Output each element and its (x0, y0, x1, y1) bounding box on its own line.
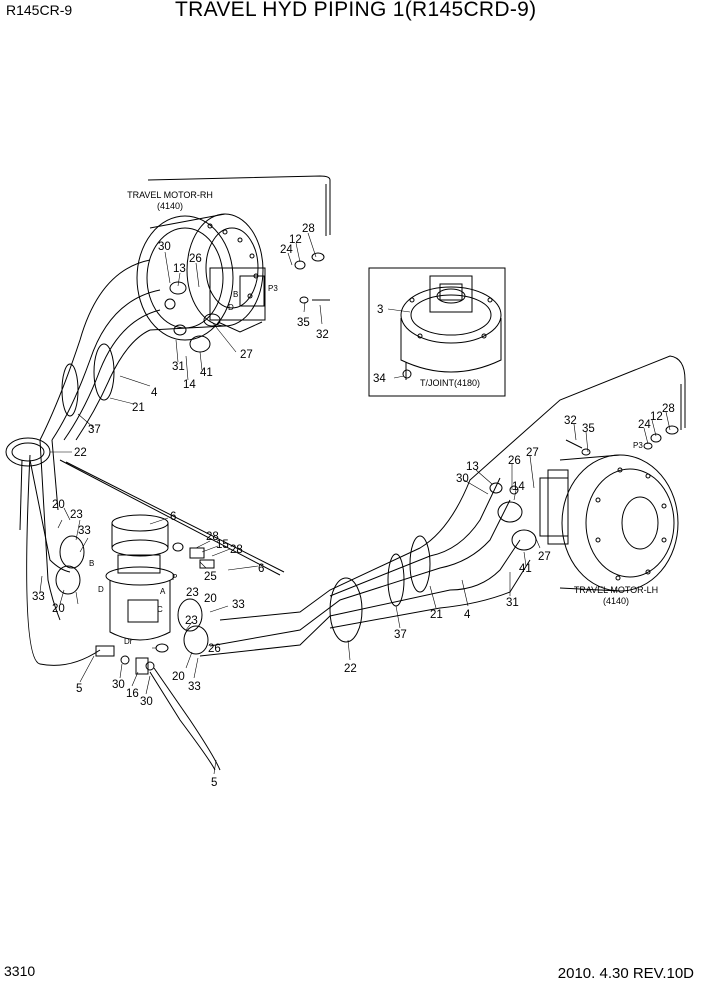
callout-33-r-b: 33 (188, 681, 201, 693)
port-label: C (157, 605, 163, 614)
callout-25: 25 (204, 571, 217, 583)
fittings-lh (489, 425, 679, 551)
callout-20-l-b: 20 (52, 603, 65, 615)
callout-31-lh: 31 (506, 597, 519, 609)
callout-37-rh: 37 (88, 424, 101, 436)
callout-30-sw-a: 30 (112, 679, 125, 691)
callout-28-rh: 28 (302, 223, 315, 235)
port-label: B (89, 559, 94, 568)
leader-lines (39, 232, 671, 775)
callout-41-lh: 41 (519, 563, 532, 575)
callout-33-r-a: 33 (232, 599, 245, 611)
callout-3: 3 (377, 304, 383, 316)
callout-26-lh: 26 (508, 455, 521, 467)
port-label: Dr (124, 637, 133, 646)
callout-35-lh: 35 (582, 423, 595, 435)
callout-14-lh: 14 (512, 481, 525, 493)
callout-23-r-b: 23 (185, 615, 198, 627)
port-label: B (233, 290, 238, 299)
callout-22-rh: 22 (74, 447, 87, 459)
callout-5-a: 5 (76, 683, 82, 695)
callout-21-lh: 21 (430, 609, 443, 621)
port-label: D (98, 585, 104, 594)
callout-33-l-b: 33 (32, 591, 45, 603)
callout-13-lh: 13 (466, 461, 479, 473)
callout-12-rh: 12 (289, 234, 302, 246)
page-number: 3310 (4, 963, 36, 979)
callout-4-rh: 4 (151, 387, 158, 399)
model-code: R145CR-9 (6, 2, 73, 18)
port-label: P (172, 573, 177, 582)
fittings-rh (164, 252, 330, 353)
callout-30-lh: 30 (456, 473, 469, 485)
callout-6-b: 6 (258, 563, 264, 575)
callout-13-rh: 13 (173, 263, 186, 275)
lh-motor-code: (4140) (603, 596, 629, 606)
port-label: P3 (633, 441, 643, 450)
port-label: A (160, 587, 166, 596)
rh-motor-caption: TRAVEL MOTOR-RH (127, 190, 213, 200)
travel-motor-lh (539, 454, 679, 592)
port-label: D (228, 303, 234, 312)
tjoint-caption: T/JOINT(4180) (420, 378, 480, 388)
port-label: P3 (268, 284, 278, 293)
callout-20-l-a: 23 (70, 509, 83, 521)
callout-28-lh: 28 (662, 403, 675, 415)
callout-26-rh: 26 (189, 253, 202, 265)
callout-28-sw-a: 28 (206, 531, 219, 543)
center-swivel-joint (105, 514, 175, 641)
callout-26-sw: 26 (208, 643, 221, 655)
revision-date: 2010. 4.30 REV.10D (557, 965, 694, 982)
callout-24-rh: 24 (280, 244, 293, 256)
callout-27-lh-a: 27 (526, 447, 539, 459)
callout-5-b: 5 (211, 777, 217, 789)
callout-32-lh: 32 (564, 415, 577, 427)
callout-15: 15 (216, 539, 229, 551)
callout-14-rh: 14 (183, 379, 196, 391)
callout-30-sw-b: 30 (140, 696, 153, 708)
callout-27-lh-b: 27 (538, 551, 551, 563)
lh-motor-caption: TRAVEL MOTOR-LH (574, 585, 658, 595)
callout-20-r-b: 20 (172, 671, 185, 683)
callout-22-lh: 22 (344, 663, 357, 675)
callout-34: 34 (373, 373, 386, 385)
callout-32-rh: 32 (316, 329, 329, 341)
callout-31-rh: 31 (172, 361, 185, 373)
callout-30-rh: 30 (158, 241, 171, 253)
callout-23-r-a: 23 (186, 587, 199, 599)
callout-4-lh: 4 (464, 609, 471, 621)
callout-27-rh: 27 (240, 349, 253, 361)
rh-motor-code: (4140) (157, 201, 183, 211)
page-title: TRAVEL HYD PIPING 1(R145CRD-9) (175, 0, 537, 21)
callout-24-lh: 24 (638, 419, 651, 431)
hose-clamps (5, 343, 431, 643)
tjoint-inset (368, 267, 506, 397)
hose-bundle-lower (149, 355, 686, 771)
callout-23-l-a: 33 (78, 525, 91, 537)
callout-16: 16 (126, 688, 139, 700)
callout-21-rh: 21 (132, 402, 145, 414)
travel-motor-rh (136, 213, 266, 341)
callout-35-rh: 35 (297, 317, 310, 329)
callout-28-sw-b: 28 (230, 544, 243, 556)
callout-20-r-a: 20 (204, 593, 217, 605)
callout-6-a: 6 (170, 511, 176, 523)
callout-41-rh: 41 (200, 367, 213, 379)
hose-bundle-upper (19, 175, 331, 666)
fittings (55, 535, 215, 675)
callout-33-l-a: 20 (52, 499, 65, 511)
callout-37-lh: 37 (394, 629, 407, 641)
callout-12-lh: 12 (650, 411, 663, 423)
